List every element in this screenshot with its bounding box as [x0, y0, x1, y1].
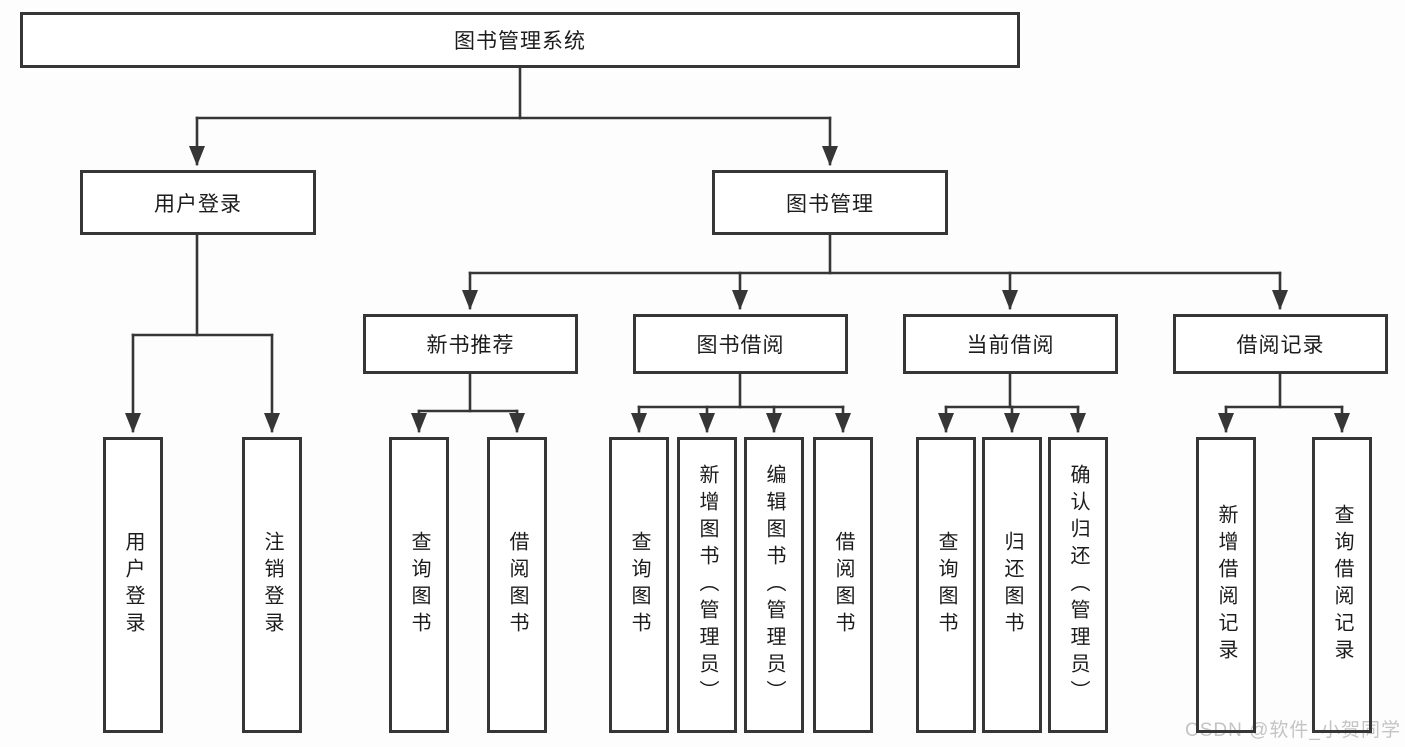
csdn-watermark: CSDN @软件_小贺同学	[1185, 720, 1401, 741]
leaf-confirm-return-admin-label: 确认归还（管理员）	[1067, 463, 1089, 707]
leaf-confirm-return-admin: 确认归还（管理员）	[1048, 437, 1108, 733]
leaf-current-query-book: 查询图书	[916, 437, 976, 733]
leaf-recommend-borrow-book-label: 借阅图书	[506, 531, 528, 639]
leaf-logout: 注销登录	[242, 437, 302, 733]
node-book-management: 图书管理	[712, 170, 948, 235]
leaf-logout-label: 注销登录	[261, 531, 283, 639]
node-borrow-record: 借阅记录	[1173, 314, 1388, 374]
node-new-book-recommend: 新书推荐	[363, 314, 578, 374]
node-current-borrow-label: 当前借阅	[966, 334, 1055, 357]
node-root-label: 图书管理系统	[454, 30, 586, 53]
leaf-user-login-label: 用户登录	[122, 531, 144, 639]
leaf-edit-book-admin-label: 编辑图书（管理员）	[763, 463, 785, 707]
leaf-current-query-book-label: 查询图书	[935, 531, 957, 639]
leaf-user-login: 用户登录	[103, 437, 163, 733]
node-book-borrow-label: 图书借阅	[696, 334, 785, 357]
leaf-borrow-query-book: 查询图书	[609, 437, 669, 733]
leaf-borrow-query-book-label: 查询图书	[628, 531, 650, 639]
leaf-return-book: 归还图书	[982, 437, 1042, 733]
leaf-add-borrow-record-label: 新增借阅记录	[1215, 504, 1237, 666]
leaf-add-borrow-record: 新增借阅记录	[1196, 437, 1256, 733]
leaf-recommend-borrow-book: 借阅图书	[487, 437, 547, 733]
node-current-borrow: 当前借阅	[903, 314, 1118, 374]
leaf-query-borrow-record-label: 查询借阅记录	[1331, 504, 1353, 666]
leaf-return-book-label: 归还图书	[1001, 531, 1023, 639]
node-user-login: 用户登录	[80, 170, 316, 235]
leaf-recommend-query-book: 查询图书	[389, 437, 449, 733]
leaf-add-book-admin: 新增图书（管理员）	[677, 437, 737, 733]
leaf-recommend-query-book-label: 查询图书	[408, 531, 430, 639]
leaf-borrow-book: 借阅图书	[813, 437, 873, 733]
node-book-borrow: 图书借阅	[633, 314, 848, 374]
leaf-borrow-book-label: 借阅图书	[832, 531, 854, 639]
node-borrow-record-label: 借阅记录	[1236, 334, 1325, 357]
node-user-login-label: 用户登录	[154, 192, 242, 216]
leaf-add-book-admin-label: 新增图书（管理员）	[696, 463, 718, 707]
node-new-book-recommend-label: 新书推荐	[426, 334, 515, 357]
node-book-management-label: 图书管理	[786, 192, 874, 216]
leaf-edit-book-admin: 编辑图书（管理员）	[744, 437, 804, 733]
node-root-system: 图书管理系统	[20, 12, 1020, 68]
leaf-query-borrow-record: 查询借阅记录	[1312, 437, 1372, 733]
